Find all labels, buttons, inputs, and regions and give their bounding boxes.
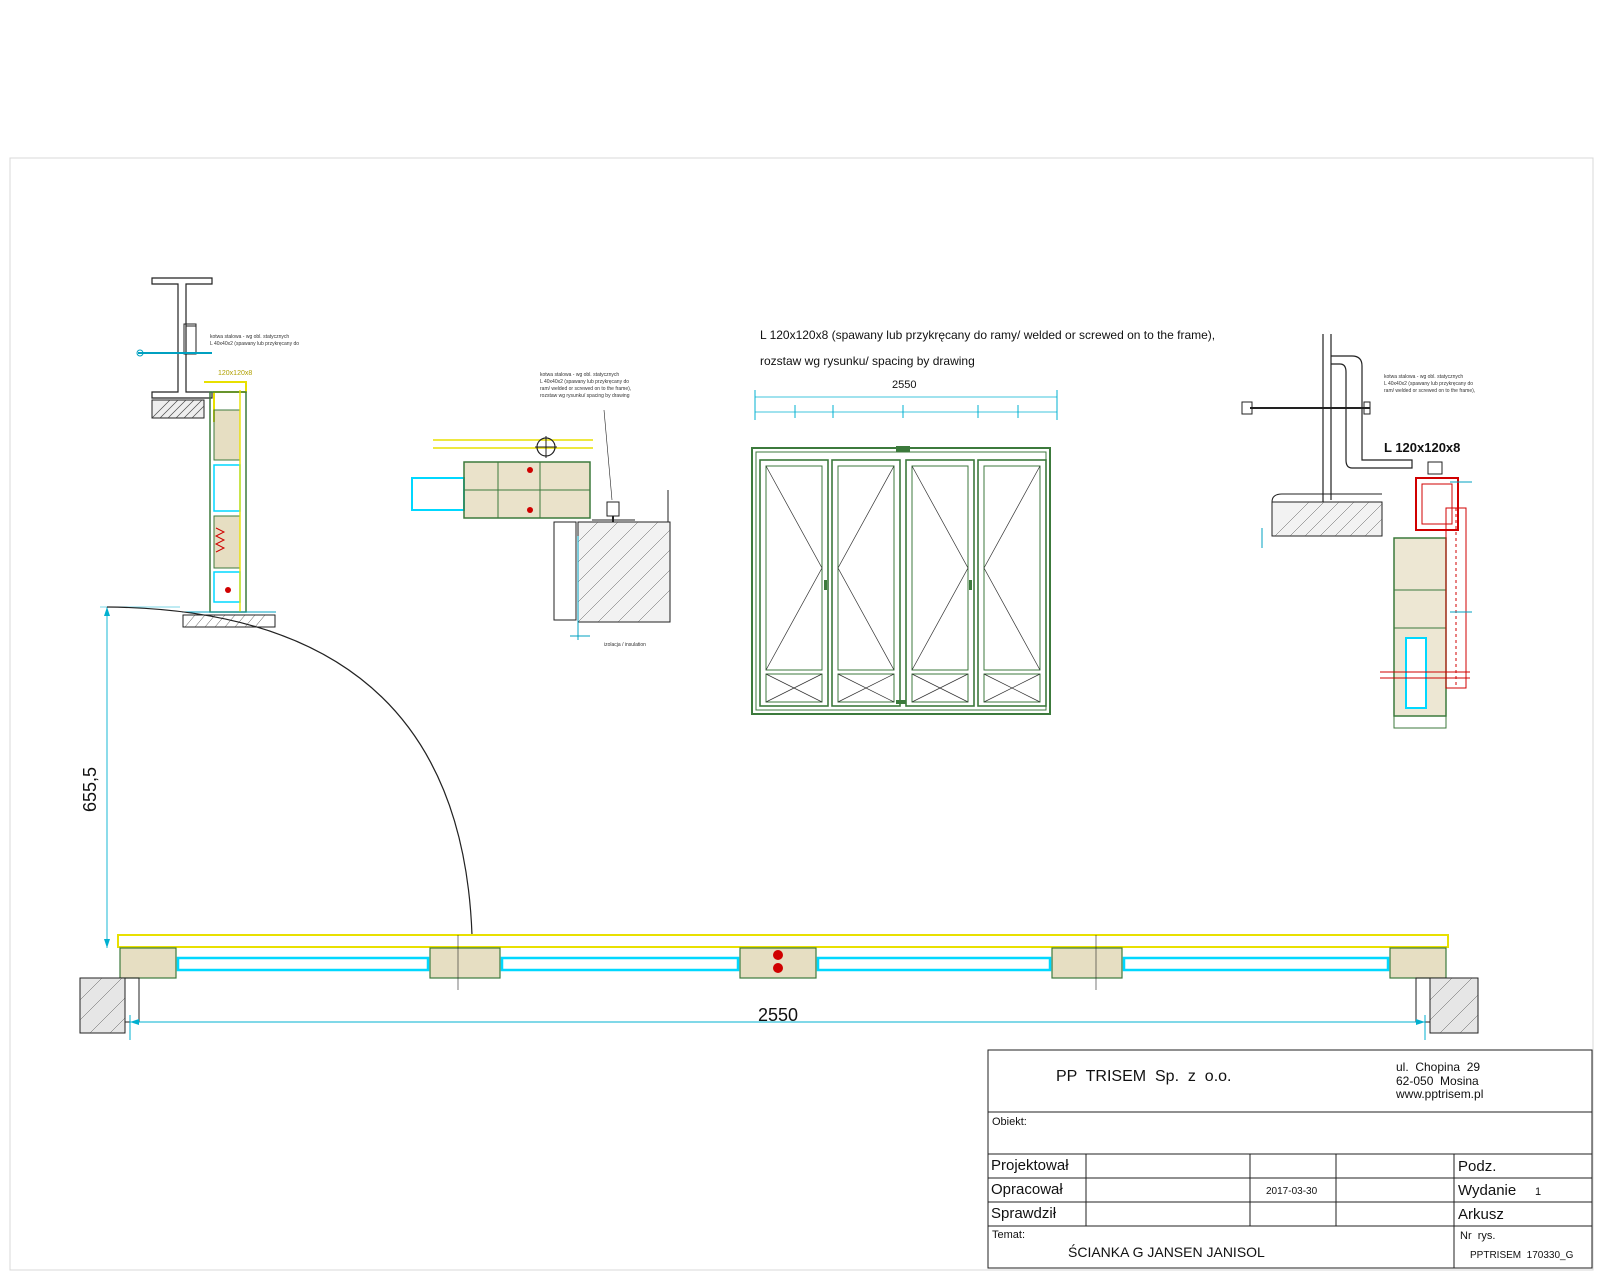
company-name: PP TRISEM Sp. z o.o.: [1056, 1068, 1232, 1085]
website: www.pptrisem.pl: [1396, 1087, 1484, 1101]
detail-note-line: ram/ welded or screwed on to the frame),: [1384, 388, 1476, 394]
edition-value: 1: [1535, 1186, 1542, 1198]
wall-note: izolacja / insulation: [604, 642, 646, 648]
label-checked: Sprawdził: [991, 1205, 1057, 1222]
label-prepared: Opracował: [991, 1181, 1063, 1198]
label-sheet: Arkusz: [1458, 1206, 1504, 1223]
angle-label-right: L 120x120x8: [1384, 440, 1461, 455]
label-edition: Wydanie: [1458, 1182, 1517, 1199]
detail-note-right: kotwa stalowa - wg obl. statycznych L 40…: [1384, 374, 1475, 395]
detail-section-right: [1241, 334, 1472, 729]
detail-note-line: L 40x40x2 (spawany lub przykręcany do: [210, 341, 300, 347]
detail-note-line: ram/ welded or screwed on to the frame),: [540, 386, 632, 392]
elevation-width-dimension: 2550: [892, 379, 917, 391]
label-subject: Temat:: [992, 1229, 1026, 1241]
label-scale: Podz.: [1458, 1158, 1497, 1175]
drawing-number: PPTRISEM 170330_G: [1470, 1250, 1574, 1261]
address-line2: 62-050 Mosina: [1396, 1074, 1479, 1088]
swing-dimension: 655,5: [80, 766, 100, 812]
plan-width-dimension: 2550: [758, 1005, 799, 1025]
elevation-view: [751, 390, 1058, 715]
subject-title: ŚCIANKA G JANSEN JANISOL: [1068, 1244, 1265, 1260]
address-line1: ul. Chopina 29: [1396, 1060, 1481, 1074]
label-drawing-no: Nr rys.: [1460, 1230, 1496, 1242]
label-designed: Projektował: [991, 1157, 1069, 1174]
vertical-section-left: [136, 277, 276, 628]
detail-section-anchor: [411, 409, 671, 640]
elevation-annotation-line1: L 120x120x8 (spawany lub przykręcany do …: [760, 328, 1216, 342]
detail-note-middle: kotwa stalowa - wg obl. statycznych L 40…: [540, 372, 631, 400]
detail-note-line: L 40x40x2 (spawany lub przykręcany do: [1384, 381, 1474, 387]
sheet-border: [9, 157, 1594, 1271]
detail-note-line: kotwa stalowa - wg obl. statycznych: [210, 334, 290, 340]
plan-view: [79, 606, 1479, 1040]
elevation-annotation-line2: rozstaw wg rysunku/ spacing by drawing: [760, 354, 975, 368]
detail-note-line: L 40x40x2 (spawany lub przykręcany do: [540, 379, 630, 385]
label-object: Obiekt:: [992, 1116, 1027, 1128]
detail-note-line: kotwa stalowa - wg obl. statycznych: [1384, 374, 1464, 380]
drawing-date: 2017-03-30: [1266, 1186, 1318, 1197]
detail-note-line: rozstaw wg rysunku/ spacing by drawing: [540, 393, 630, 399]
detail-note-line: kotwa stalowa - wg obl. statycznych: [540, 372, 620, 378]
title-block-frame: [987, 1049, 1593, 1269]
detail-note-left: kotwa stalowa - wg obl. statycznych L 40…: [210, 334, 299, 348]
angle-label-left: 120x120x8: [218, 370, 253, 377]
